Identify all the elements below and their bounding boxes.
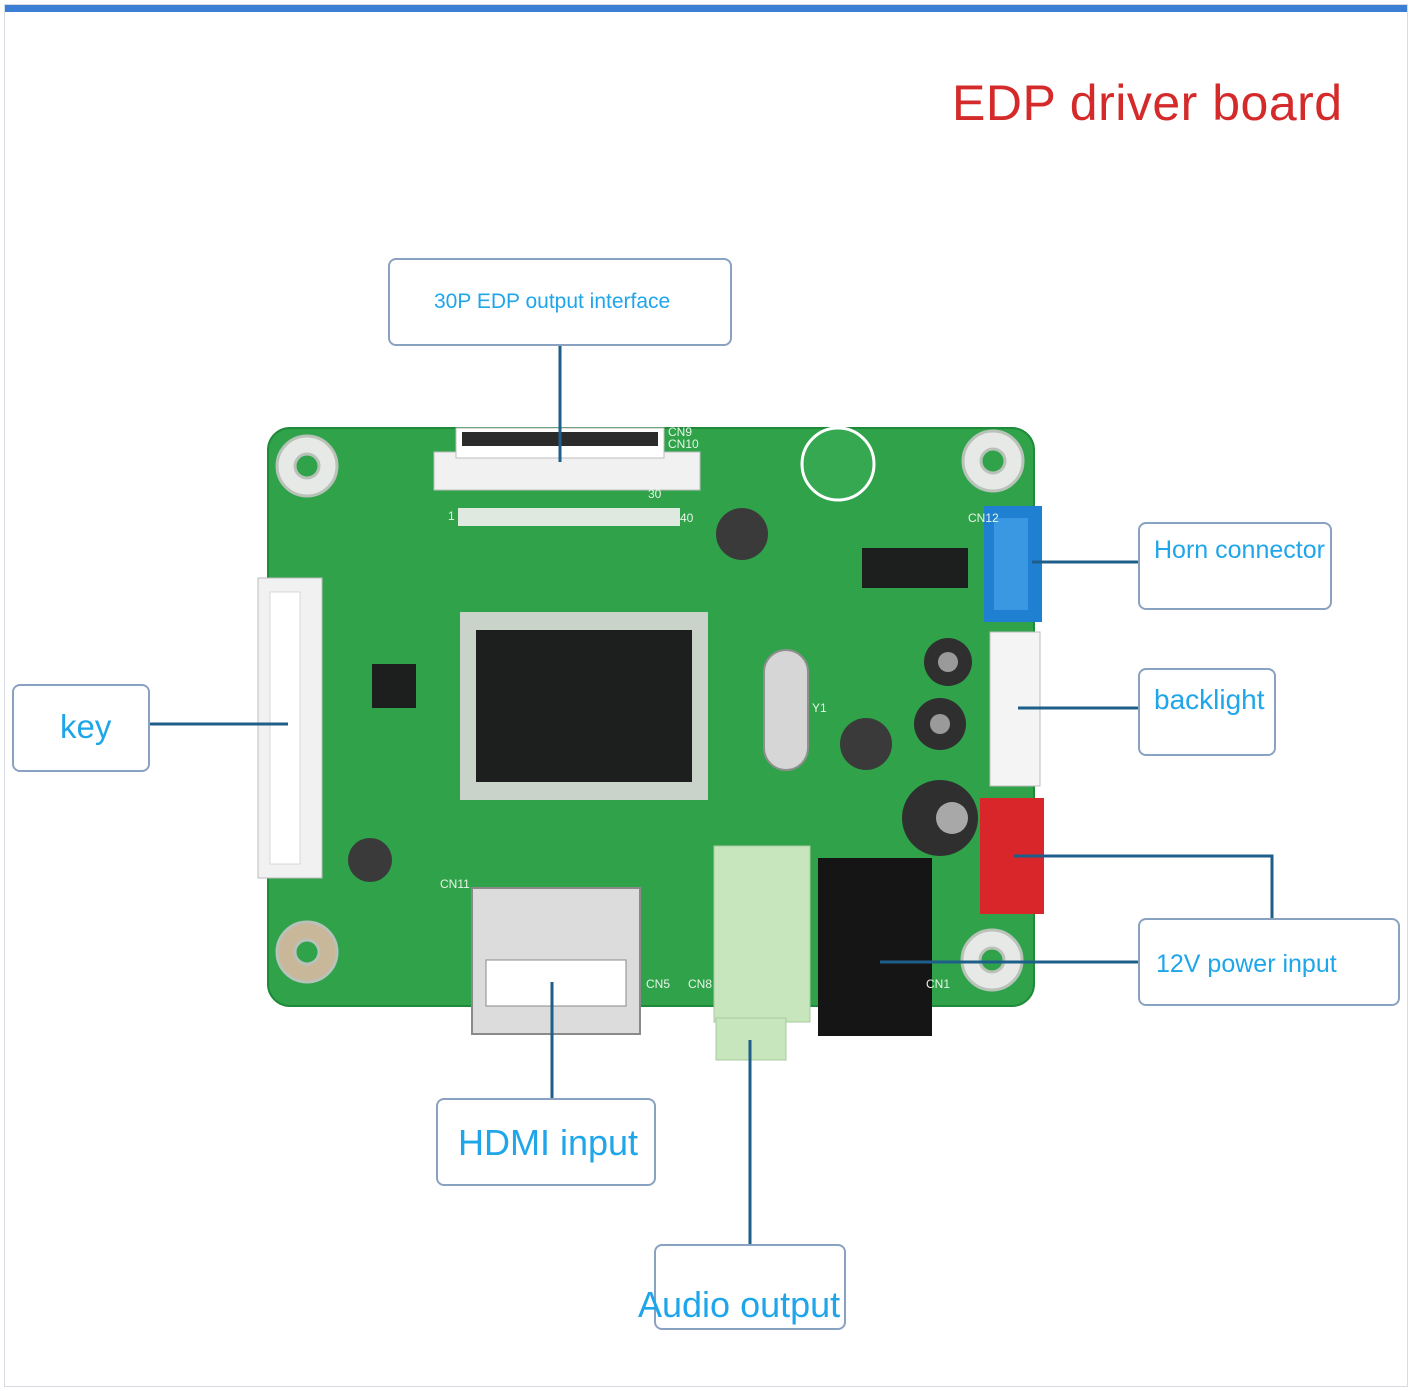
inductor bbox=[840, 718, 892, 770]
callout-box-horn bbox=[1138, 522, 1332, 610]
label-hdmi-input: HDMI input bbox=[458, 1122, 639, 1163]
callout-box-edp-output bbox=[388, 258, 732, 346]
callout-box-audio bbox=[654, 1244, 846, 1330]
silk-cn5: CN5 bbox=[646, 977, 670, 991]
inductor bbox=[716, 508, 768, 560]
key-connector bbox=[257, 577, 323, 879]
main-ic bbox=[460, 612, 708, 800]
label-horn-connector: Horn connector bbox=[1154, 536, 1325, 564]
silk-cn1: CN1 bbox=[926, 977, 950, 991]
silk-pin40: 40 bbox=[680, 511, 694, 525]
silk-pin30: 30 bbox=[648, 487, 662, 501]
callout-box-power bbox=[1138, 918, 1400, 1006]
horn-connector-part bbox=[984, 506, 1042, 622]
silk-cn12: CN12 bbox=[968, 511, 999, 525]
label-backlight: backlight bbox=[1154, 684, 1265, 715]
audio-jack bbox=[713, 845, 811, 1061]
top-accent-bar bbox=[4, 4, 1408, 12]
label-12v-power-input: 12V power input bbox=[1156, 950, 1337, 978]
callout-box-key bbox=[12, 684, 150, 772]
capacitors bbox=[902, 638, 978, 856]
dc-jack bbox=[818, 858, 932, 1036]
edp-connector bbox=[433, 427, 701, 526]
hdmi-port bbox=[471, 887, 641, 1035]
hatched-circle bbox=[800, 426, 876, 502]
callout-box-hdmi bbox=[436, 1098, 656, 1186]
inductor bbox=[348, 838, 392, 882]
silk-pin1: 1 bbox=[448, 509, 455, 523]
label-key: key bbox=[60, 708, 112, 745]
label-audio-output: Audio output bbox=[638, 1284, 841, 1325]
small-ic bbox=[372, 664, 416, 708]
diagram-title: EDP driver board bbox=[952, 75, 1343, 131]
crystal bbox=[763, 649, 809, 771]
callout-box-backlight bbox=[1138, 668, 1276, 756]
label-edp-output: 30P EDP output interface bbox=[434, 290, 671, 313]
page-frame bbox=[4, 4, 1408, 1387]
mounting-holes bbox=[275, 429, 1025, 992]
silk-cn9: CN9 bbox=[668, 425, 692, 439]
silk-cn11: CN11 bbox=[440, 877, 470, 891]
small-ic bbox=[862, 548, 968, 588]
silk-cn10: CN10 bbox=[668, 437, 699, 451]
silk-y1: Y1 bbox=[812, 701, 827, 715]
silk-cn8: CN8 bbox=[688, 977, 712, 991]
